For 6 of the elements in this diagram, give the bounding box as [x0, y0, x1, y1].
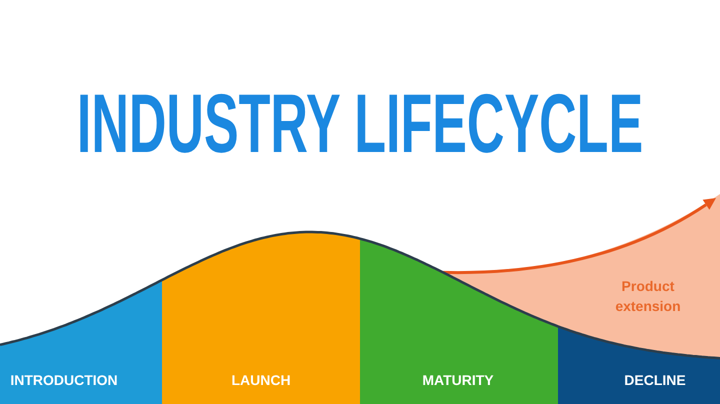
extension-label: Product extension: [614, 277, 682, 316]
stage-label: LAUNCH: [231, 371, 291, 389]
stage-label: MATURITY: [422, 371, 494, 389]
title: INDUSTRY LIFECYCLE: [76, 91, 644, 159]
stage-label: DECLINE: [624, 371, 686, 389]
stage-label: INTRODUCTION: [10, 371, 118, 389]
